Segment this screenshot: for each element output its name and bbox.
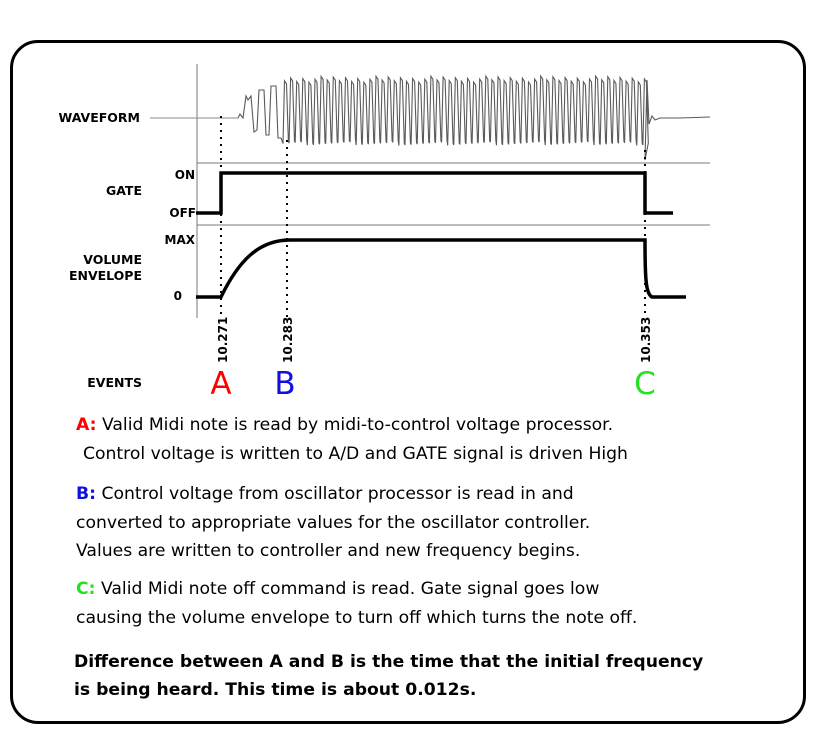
envelope-max-label: MAX [165, 233, 196, 247]
events-label: EVENTS [87, 375, 142, 390]
note-b-line3: Values are written to controller and new… [76, 541, 581, 561]
note-a-line2: Control voltage is written to A/D and GA… [83, 443, 628, 464]
event-a-letter: A [210, 366, 231, 402]
timing-diagram: WAVEFORM GATE VOLUME ENVELOPE EVENTS ON … [59, 64, 711, 402]
volume-envelope-label-line2: ENVELOPE [69, 268, 142, 283]
note-c-line1: Valid Midi note off command is read. Gat… [100, 579, 600, 599]
event-a-time: 10.271 [216, 317, 230, 363]
gate-off-label: OFF [169, 206, 196, 220]
summary-line1: Difference between A and B is the time t… [74, 652, 704, 672]
event-c-letter: C [634, 366, 656, 402]
summary-line2: is being heard. This time is about 0.012… [74, 680, 477, 700]
note-c-line2: causing the volume envelope to turn off … [76, 607, 638, 628]
event-b-time: 10.283 [281, 317, 295, 363]
note-a: A: Valid Midi note is read by midi-to-co… [76, 411, 628, 468]
waveform-signal [237, 74, 711, 161]
gate-label: GATE [106, 183, 142, 198]
note-b: B: Control voltage from oscillator proce… [76, 480, 590, 566]
note-c-key: C: [76, 579, 96, 599]
envelope-zero-label: 0 [174, 289, 182, 303]
event-b-letter: B [274, 366, 295, 402]
event-c-time: 10.353 [639, 317, 653, 363]
note-b-key: B: [76, 484, 96, 504]
note-a-key: A: [76, 415, 97, 435]
volume-envelope-label-line1: VOLUME [83, 252, 142, 267]
gate-on-label: ON [175, 168, 195, 182]
note-c: C: Valid Midi note off command is read. … [76, 575, 637, 632]
gate-signal [196, 171, 673, 215]
volume-envelope-signal [196, 238, 686, 299]
note-b-line1: Control voltage from oscillator processo… [101, 484, 574, 504]
diagram-frame [10, 40, 806, 724]
note-b-line2: converted to appropriate values for the … [76, 512, 591, 533]
waveform-label: WAVEFORM [59, 110, 141, 125]
summary-text: Difference between A and B is the time t… [74, 648, 703, 704]
note-a-line1: Valid Midi note is read by midi-to-contr… [101, 415, 614, 435]
